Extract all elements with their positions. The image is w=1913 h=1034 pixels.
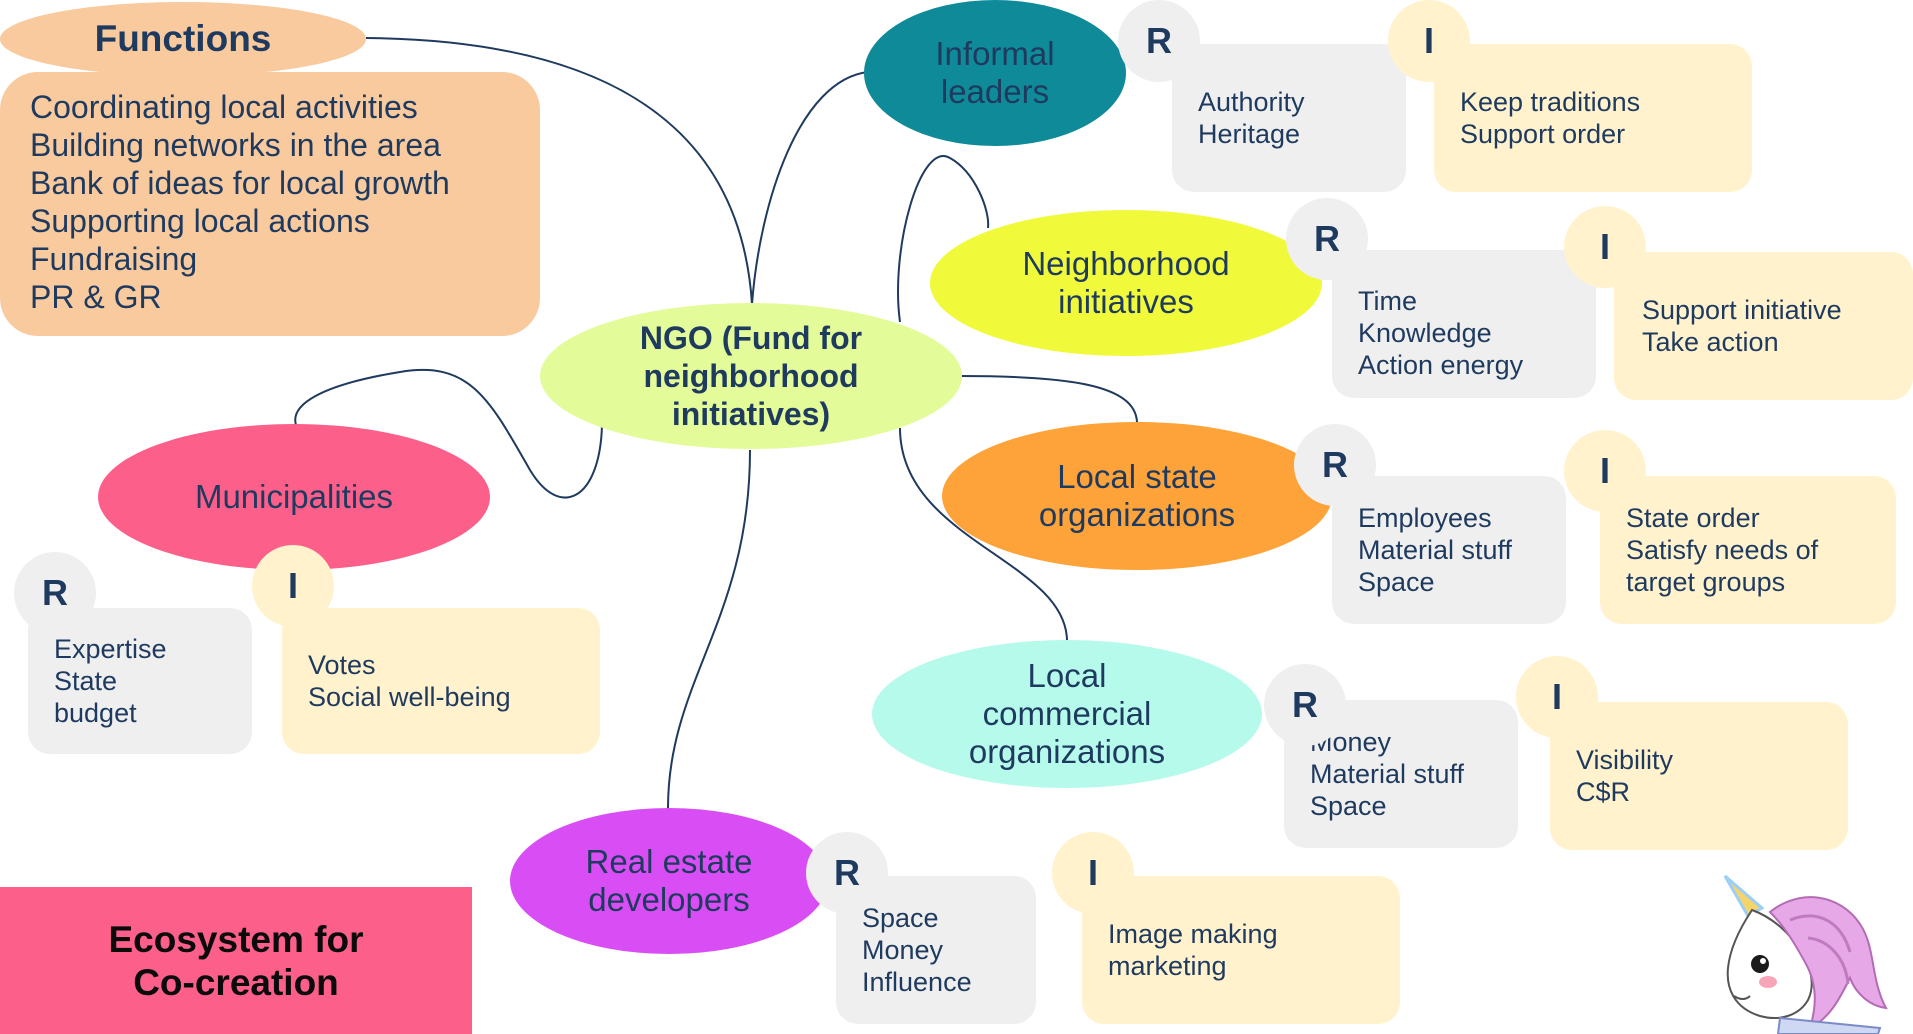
resources-text-municipalities: Expertise State budget <box>54 634 167 728</box>
badge-i-local-state-organizations: I <box>1564 430 1646 512</box>
ecosystem-caption-text: Ecosystem for Co-creation <box>108 918 364 1003</box>
node-neighborhood-initiatives: Neighborhood initiatives <box>930 210 1322 356</box>
link-neighborhood-initiatives <box>897 155 990 323</box>
unicorn-illustration <box>1723 874 1888 1034</box>
badge-r-neighborhood-initiatives: R <box>1286 198 1368 280</box>
badge-i-municipalities: I <box>252 545 334 627</box>
resources-box-local-state-organizations: Employees Material stuff Space <box>1332 476 1566 624</box>
ecosystem-caption: Ecosystem for Co-creation <box>0 887 472 1034</box>
interests-box-real-estate-developers: Image making marketing <box>1082 876 1400 1024</box>
interests-text-real-estate-developers: Image making marketing <box>1108 919 1278 981</box>
badge-i-neighborhood-initiatives: I <box>1564 206 1646 288</box>
link-local-state-organizations <box>959 375 1138 423</box>
interests-box-neighborhood-initiatives: Support initiative Take action <box>1614 252 1913 400</box>
interests-text-local-commercial-organizations: Visibility C$R <box>1576 745 1674 807</box>
resources-box-real-estate-developers: Space Money Influence <box>836 876 1036 1024</box>
center-node-ngo: NGO (Fund for neighborhood initiatives) <box>540 303 962 449</box>
node-real-estate-developers-label: Real estate developers <box>585 843 753 918</box>
node-real-estate-developers: Real estate developers <box>510 808 828 954</box>
badge-i-real-estate-developers: I <box>1052 832 1134 914</box>
interests-text-informal-leaders: Keep traditions Support order <box>1460 87 1641 149</box>
functions-item: Supporting local actions <box>30 203 370 239</box>
resources-box-informal-leaders: Authority Heritage <box>1172 44 1406 192</box>
functions-item: Building networks in the area <box>30 127 441 163</box>
interests-text-municipalities: Votes Social well-being <box>308 650 511 712</box>
functions-list: Coordinating local activities Building n… <box>0 72 540 336</box>
node-neighborhood-initiatives-label: Neighborhood initiatives <box>1022 245 1230 320</box>
resources-text-neighborhood-initiatives: Time Knowledge Action energy <box>1358 286 1524 380</box>
link-municipalities <box>294 368 603 499</box>
link-local-commercial-organizations <box>899 427 1068 641</box>
node-municipalities-label: Municipalities <box>194 478 394 515</box>
node-local-commercial-organizations-label: Local commercial organizations <box>968 657 1166 770</box>
badge-r-local-state-organizations: R <box>1294 424 1376 506</box>
functions-item: PR & GR <box>30 279 162 315</box>
resources-text-real-estate-developers: Space Money Influence <box>862 903 972 997</box>
link-functions <box>365 37 753 305</box>
node-informal-leaders: Informal leaders <box>864 0 1126 146</box>
link-informal-leaders <box>751 71 869 305</box>
interests-box-informal-leaders: Keep traditions Support order <box>1434 44 1752 192</box>
badge-r-municipalities: R <box>14 552 96 634</box>
badge-r-informal-leaders: R <box>1118 0 1200 82</box>
node-informal-leaders-label: Informal leaders <box>935 35 1055 110</box>
interests-box-local-state-organizations: State order Satisfy needs of target grou… <box>1600 476 1896 624</box>
node-local-commercial-organizations: Local commercial organizations <box>872 640 1262 788</box>
functions-title: Functions <box>0 2 366 76</box>
resources-text-informal-leaders: Authority Heritage <box>1198 87 1305 149</box>
badge-r-real-estate-developers: R <box>806 832 888 914</box>
badge-i-informal-leaders: I <box>1388 0 1470 82</box>
node-local-state-organizations-label: Local state organizations <box>1038 458 1236 533</box>
badge-i-local-commercial-organizations: I <box>1516 656 1598 738</box>
node-local-state-organizations: Local state organizations <box>942 422 1332 570</box>
resources-text-local-state-organizations: Employees Material stuff Space <box>1358 503 1513 597</box>
link-real-estate-developers <box>667 449 751 809</box>
functions-item: Bank of ideas for local growth <box>30 165 450 201</box>
center-node-label: NGO (Fund for neighborhood initiatives) <box>639 320 863 432</box>
functions-item: Fundraising <box>30 241 198 277</box>
interests-text-local-state-organizations: State order Satisfy needs of target grou… <box>1626 503 1819 597</box>
interests-box-municipalities: Votes Social well-being <box>282 608 600 754</box>
interests-box-local-commercial-organizations: Visibility C$R <box>1550 702 1848 850</box>
resources-box-neighborhood-initiatives: Time Knowledge Action energy <box>1332 250 1596 398</box>
resources-text-local-commercial-organizations: Money Material stuff Space <box>1310 727 1465 821</box>
badge-r-local-commercial-organizations: R <box>1264 664 1346 746</box>
functions-item: Coordinating local activities <box>30 89 418 125</box>
interests-text-neighborhood-initiatives: Support initiative Take action <box>1642 295 1842 357</box>
